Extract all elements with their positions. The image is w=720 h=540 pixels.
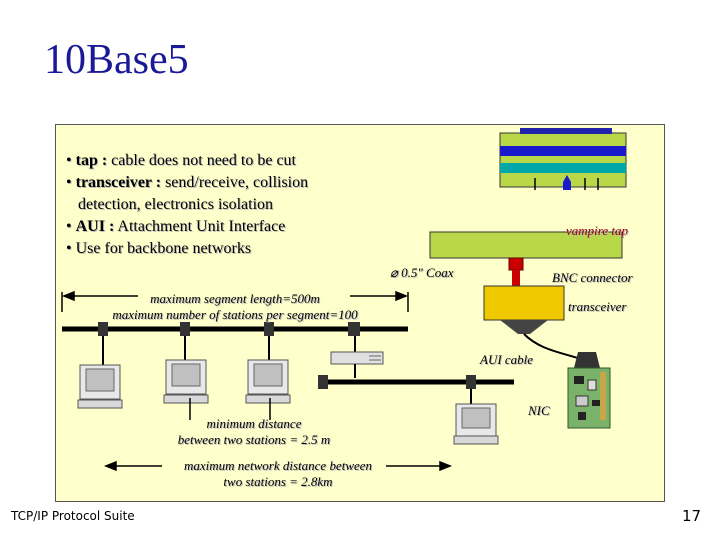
bullet-list: • tap : cable does not need to be cut • … [66, 150, 308, 260]
max-network-label: maximum network distance between two sta… [183, 458, 373, 489]
min-distance-label: minimum distance between two stations = … [177, 416, 331, 447]
nic-label: NIC [528, 403, 550, 418]
computer-4 [453, 403, 499, 445]
bullet-item: • Use for backbone networks [66, 240, 252, 257]
transceiver-box [483, 285, 565, 321]
vampire-tap-drawing [499, 128, 627, 190]
tap-cable-core [500, 163, 626, 173]
aui-cable-label: AUI cable [480, 352, 534, 367]
segment-length-arrow [61, 290, 409, 312]
coax-cable-drawing [429, 231, 623, 334]
computer-1 [77, 364, 123, 409]
tap-cable-outer [499, 132, 627, 188]
aui-connector [574, 352, 600, 368]
tap-clamp [520, 128, 612, 134]
bullet-item: • transceiver : send/receive, collision [66, 174, 309, 191]
network-distance-arrow [103, 460, 453, 472]
tap-cable-shield [500, 146, 626, 156]
footer-text: TCP/IP Protocol Suite [11, 509, 135, 523]
nic-board [567, 367, 611, 429]
computer-3 [245, 359, 291, 404]
transceiver-label: transceiver [568, 299, 627, 314]
tap-probe [563, 175, 571, 190]
coax-label: ⌀ 0.5" Coax [390, 265, 454, 280]
page-number: 17 [682, 507, 702, 525]
bullet-item-continuation: detection, electronics isolation [78, 196, 274, 213]
aui-cable [523, 333, 600, 368]
bullet-item: • AUI : Attachment Unit Interface [66, 218, 286, 235]
transceiver-bottom [500, 320, 548, 334]
upper-backbone [62, 322, 408, 368]
vampire-tap-label: vampire tap [566, 223, 628, 238]
tap-stem [512, 270, 520, 286]
computer-2 [163, 359, 209, 404]
bnc-connector-label: BNC connector [552, 270, 633, 285]
min-distance-ticks [189, 398, 271, 420]
bullet-item: • tap : cable does not need to be cut [66, 152, 296, 169]
lower-backbone [318, 375, 514, 404]
segment-label: maximum segment length=500m maximum numb… [112, 291, 358, 322]
repeater-device [330, 351, 384, 378]
bnc-connector-shape [508, 257, 524, 271]
coax-cable [429, 231, 623, 259]
slide-title: 10Base5 [44, 37, 189, 83]
